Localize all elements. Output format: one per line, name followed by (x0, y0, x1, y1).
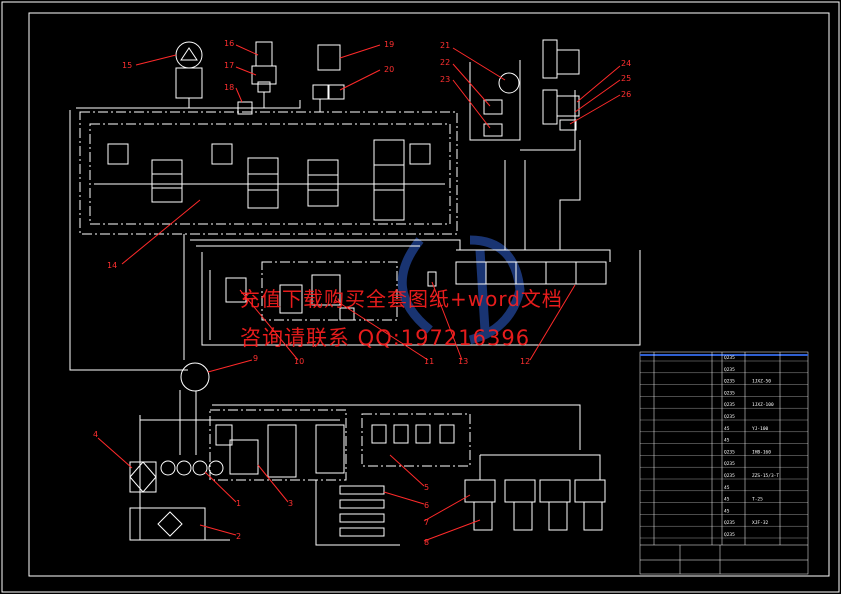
schematic-lines (69, 39, 641, 546)
parts-list-material: Q235 (724, 379, 735, 385)
parts-list-material: Q235 (724, 390, 735, 396)
balloon-19: 19 (384, 40, 394, 49)
balloon-12: 12 (520, 357, 530, 366)
parts-list-material: 45 (724, 426, 730, 432)
watermark-line-1: 充值下载购买全套图纸+word文档 (240, 287, 563, 311)
balloon-21: 21 (440, 41, 450, 50)
parts-list-material: Q235 (724, 414, 735, 420)
balloon-23: 23 (440, 75, 450, 84)
balloon-20: 20 (384, 65, 394, 74)
logo-watermark (397, 235, 525, 345)
balloon-26: 26 (621, 90, 631, 99)
parts-list-material: Q235 (724, 520, 735, 526)
balloon-3: 3 (288, 499, 293, 508)
balloon-9: 9 (253, 354, 258, 363)
parts-list-material: Q235 (724, 461, 735, 467)
balloon-1: 1 (236, 499, 241, 508)
parts-list-material: 45 (724, 508, 730, 514)
parts-list-spec: 1JXZ-100 (752, 402, 774, 408)
parts-list-material: 45 (724, 438, 730, 444)
balloon-25: 25 (621, 74, 631, 83)
parts-list-material: Q235 (724, 532, 735, 538)
balloon-24: 24 (621, 59, 631, 68)
balloon-13: 13 (458, 357, 468, 366)
parts-list-material: Q235 (724, 355, 735, 361)
parts-list-spec: ZZS-15/3-T (752, 473, 779, 479)
balloon-14: 14 (107, 261, 117, 270)
parts-list-spec: T-25 (752, 497, 763, 503)
balloon-7: 7 (424, 518, 429, 527)
balloon-5: 5 (424, 483, 429, 492)
parts-list-material: 45 (724, 497, 730, 503)
leader-lines (97, 44, 621, 542)
balloon-8: 8 (424, 538, 429, 547)
inner-frame (28, 12, 830, 577)
parts-list-table (639, 351, 809, 575)
balloon-2: 2 (236, 532, 241, 541)
balloon-4: 4 (93, 430, 98, 439)
parts-list-spec: YJ-100 (752, 426, 769, 432)
balloon-18: 18 (224, 83, 234, 92)
balloon-labels: 15 16 17 18 19 20 21 22 23 24 25 26 14 1… (93, 39, 631, 547)
balloon-22: 22 (440, 58, 450, 67)
parts-list-spec: XJF-32 (752, 520, 769, 526)
parts-list-spec: 1JXZ-50 (752, 379, 771, 385)
parts-list-material: Q235 (724, 367, 735, 373)
balloon-17: 17 (224, 61, 234, 70)
parts-list-material: Q235 (724, 402, 735, 408)
parts-list-material: Q235 (724, 473, 735, 479)
parts-list-material: Q235 (724, 449, 735, 455)
watermark-line-2: 咨询请联系 QQ:197216396 (240, 326, 531, 350)
parts-list-material: 45 (724, 485, 730, 491)
balloon-11: 11 (424, 357, 434, 366)
parts-list-spec: IHB-160 (752, 449, 771, 455)
balloon-15: 15 (122, 61, 132, 70)
balloon-6: 6 (424, 501, 429, 510)
balloon-10: 10 (294, 357, 304, 366)
parts-list-rows: Q235Q235Q235Q235Q235Q2354545Q235Q235Q235… (640, 355, 808, 539)
balloon-16: 16 (224, 39, 234, 48)
